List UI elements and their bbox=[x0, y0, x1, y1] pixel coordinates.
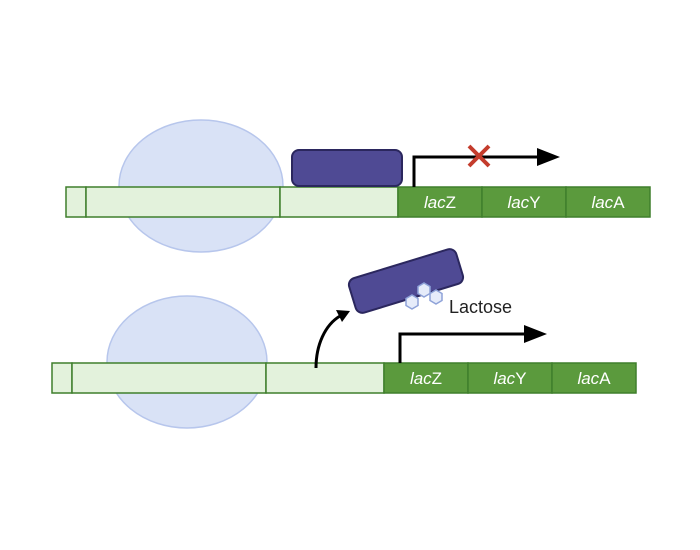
dna-strand bbox=[51, 362, 637, 394]
transcription-arrow-blocked bbox=[412, 148, 560, 187]
release-arrow bbox=[314, 310, 350, 369]
transcription-arrow-active bbox=[398, 325, 547, 363]
repressed-panel: lacZ lacY lacA bbox=[65, 119, 651, 253]
x-icon bbox=[467, 144, 491, 168]
gene-label-lacz: lacZ bbox=[424, 193, 456, 212]
lactose-molecule-icon bbox=[405, 282, 443, 310]
gene-label-lacy: lacY bbox=[493, 369, 526, 388]
induced-panel: lacZ lacY lacA Lactose bbox=[51, 248, 637, 429]
repressor-protein-bound bbox=[291, 149, 403, 187]
gene-laca bbox=[551, 362, 637, 394]
gene-lacz bbox=[397, 186, 483, 218]
gene-lacz bbox=[383, 362, 469, 394]
lactose-label: Lactose bbox=[449, 297, 512, 317]
dna-segment-operator bbox=[265, 362, 385, 394]
dna-segment-promoter bbox=[85, 186, 281, 218]
gene-label-lacy: lacY bbox=[507, 193, 540, 212]
rna-polymerase bbox=[106, 295, 268, 429]
dna-strand bbox=[65, 186, 651, 218]
dna-segment-left-end bbox=[65, 186, 87, 218]
gene-label-lacz: lacZ bbox=[410, 369, 442, 388]
dna-segment-promoter bbox=[71, 362, 267, 394]
rna-polymerase bbox=[118, 119, 284, 253]
dna-segment-operator bbox=[279, 186, 399, 218]
dna-segment-left-end bbox=[51, 362, 73, 394]
gene-laca bbox=[565, 186, 651, 218]
gene-label-laca: lacA bbox=[591, 193, 625, 212]
gene-lacy bbox=[481, 186, 567, 218]
gene-label-laca: lacA bbox=[577, 369, 611, 388]
